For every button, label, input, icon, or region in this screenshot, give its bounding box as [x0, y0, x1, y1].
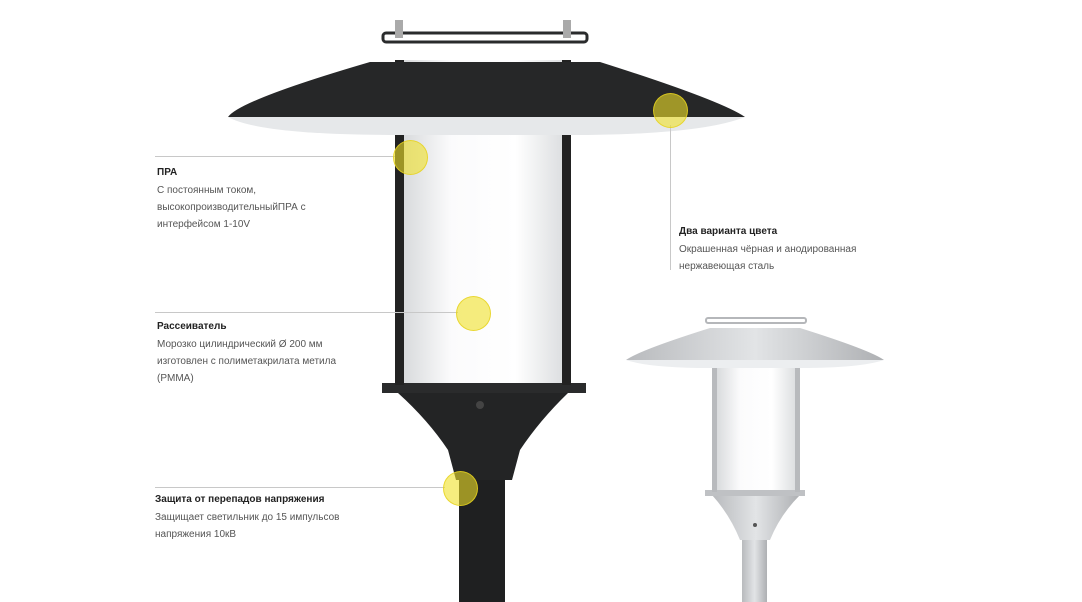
feature-diffuser: Рассеиватель Морозко цилиндрический Ø 20…: [157, 318, 417, 387]
feature-text: Окрашенная чёрная и анодированная: [679, 244, 857, 255]
callout-line-surge: [155, 487, 445, 488]
callout-line-colors: [670, 125, 671, 270]
feature-text: С постоянным током,: [157, 185, 257, 196]
feature-text: интерфейсом 1-10V: [157, 219, 251, 230]
feature-title: Защита от перепадов напряжения: [155, 494, 325, 505]
feature-text: нержавеющая сталь: [679, 261, 775, 272]
feature-text: изготовлен с полиметакрилата метила: [157, 356, 337, 367]
feature-surge: Защита от перепадов напряжения Защищает …: [155, 491, 435, 543]
black-lamp: [228, 20, 745, 602]
feature-title: ПРА: [157, 167, 178, 178]
hotspot-colors[interactable]: [653, 93, 688, 128]
hotspot-diffuser[interactable]: [456, 296, 491, 331]
silver-lamp: [626, 317, 884, 602]
feature-title: Два варианта цвета: [679, 226, 778, 237]
feature-text: напряжения 10кВ: [155, 529, 237, 540]
hotspot-pra[interactable]: [393, 140, 428, 175]
callout-line-pra: [155, 156, 395, 157]
callout-line-diffuser: [155, 312, 458, 313]
feature-pra: ПРА С постоянным током, высокопроизводит…: [157, 164, 397, 233]
hotspot-surge[interactable]: [443, 471, 478, 506]
feature-text: (PMMA): [157, 373, 194, 384]
feature-text: Морозко цилиндрический Ø 200 мм: [157, 339, 323, 350]
feature-text: высокопроизводительныйПРА с: [157, 202, 306, 213]
feature-title: Рассеиватель: [157, 321, 227, 332]
feature-colors: Два варианта цвета Окрашенная чёрная и а…: [679, 223, 919, 275]
feature-text: Защищает светильник до 15 импульсов: [155, 512, 340, 523]
